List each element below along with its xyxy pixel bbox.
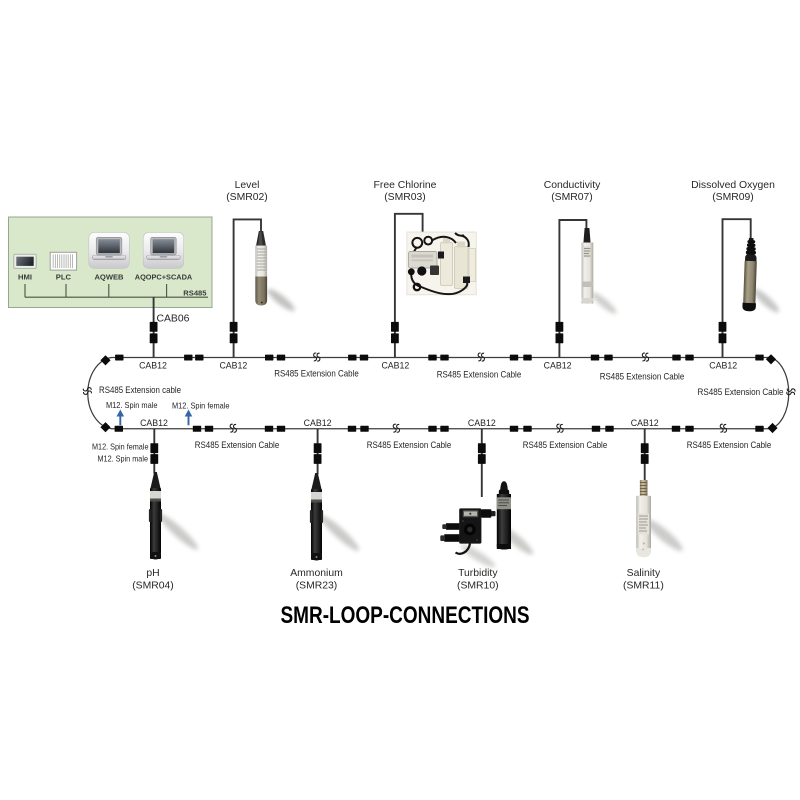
svg-text:RS485 Extension Cable: RS485 Extension Cable (274, 369, 359, 379)
svg-text:Turbidity: Turbidity (458, 568, 498, 579)
svg-text:Conductivity: Conductivity (544, 180, 601, 191)
svg-text:RS485 Extension cable: RS485 Extension cable (99, 385, 181, 395)
svg-text:CAB12: CAB12 (139, 361, 167, 371)
svg-text:CAB12: CAB12 (468, 418, 496, 428)
svg-text:M12. Spin male: M12. Spin male (106, 401, 158, 410)
svg-text:M12. Spin female: M12. Spin female (92, 442, 149, 451)
svg-text:SMR-LOOP-CONNECTIONS: SMR-LOOP-CONNECTIONS (281, 602, 530, 629)
svg-text:RS485 Extension Cable: RS485 Extension Cable (437, 370, 522, 380)
svg-text:RS485 Extension Cable: RS485 Extension Cable (600, 372, 685, 382)
svg-text:(SMR10): (SMR10) (457, 580, 499, 591)
svg-text:CAB12: CAB12 (544, 361, 572, 371)
svg-text:pH: pH (146, 568, 159, 579)
svg-text:RS485 Extension Cable: RS485 Extension Cable (687, 440, 772, 450)
svg-text:(SMR03): (SMR03) (384, 192, 426, 203)
svg-text:PLC: PLC (56, 273, 72, 282)
svg-text:RS485 Extension Cable: RS485 Extension Cable (698, 387, 784, 397)
svg-text:CAB12: CAB12 (381, 361, 409, 371)
svg-text:(SMR09): (SMR09) (712, 192, 754, 203)
svg-text:HMI: HMI (18, 273, 32, 282)
svg-text:(SMR23): (SMR23) (296, 580, 338, 591)
svg-text:CAB12: CAB12 (631, 418, 659, 428)
svg-text:Ammonium: Ammonium (290, 568, 343, 579)
svg-text:(SMR11): (SMR11) (623, 580, 664, 591)
svg-text:RS485: RS485 (183, 288, 207, 297)
svg-text:AQOPC+SCADA: AQOPC+SCADA (135, 273, 193, 282)
svg-text:RS485 Extension Cable: RS485 Extension Cable (523, 440, 608, 450)
svg-text:CAB12: CAB12 (140, 418, 168, 428)
svg-text:Free Chlorine: Free Chlorine (374, 180, 437, 191)
svg-text:RS485 Extension Cable: RS485 Extension Cable (367, 440, 452, 450)
svg-text:(SMR02): (SMR02) (226, 192, 268, 203)
svg-text:CAB12: CAB12 (304, 418, 332, 428)
svg-text:CAB12: CAB12 (219, 361, 247, 371)
svg-text:RS485 Extension Cable: RS485 Extension Cable (195, 440, 280, 450)
svg-text:Dissolved Oxygen: Dissolved Oxygen (691, 180, 775, 191)
svg-text:CAB06: CAB06 (157, 313, 190, 324)
svg-text:Salinity: Salinity (627, 568, 661, 579)
svg-text:(SMR07): (SMR07) (551, 192, 593, 203)
svg-text:CAB12: CAB12 (709, 361, 737, 371)
svg-text:(SMR04): (SMR04) (132, 580, 174, 591)
svg-text:M12. Spin female: M12. Spin female (172, 402, 230, 411)
svg-text:AQWEB: AQWEB (94, 273, 124, 282)
svg-text:Level: Level (235, 180, 260, 191)
svg-text:M12. Spin male: M12. Spin male (98, 455, 149, 464)
